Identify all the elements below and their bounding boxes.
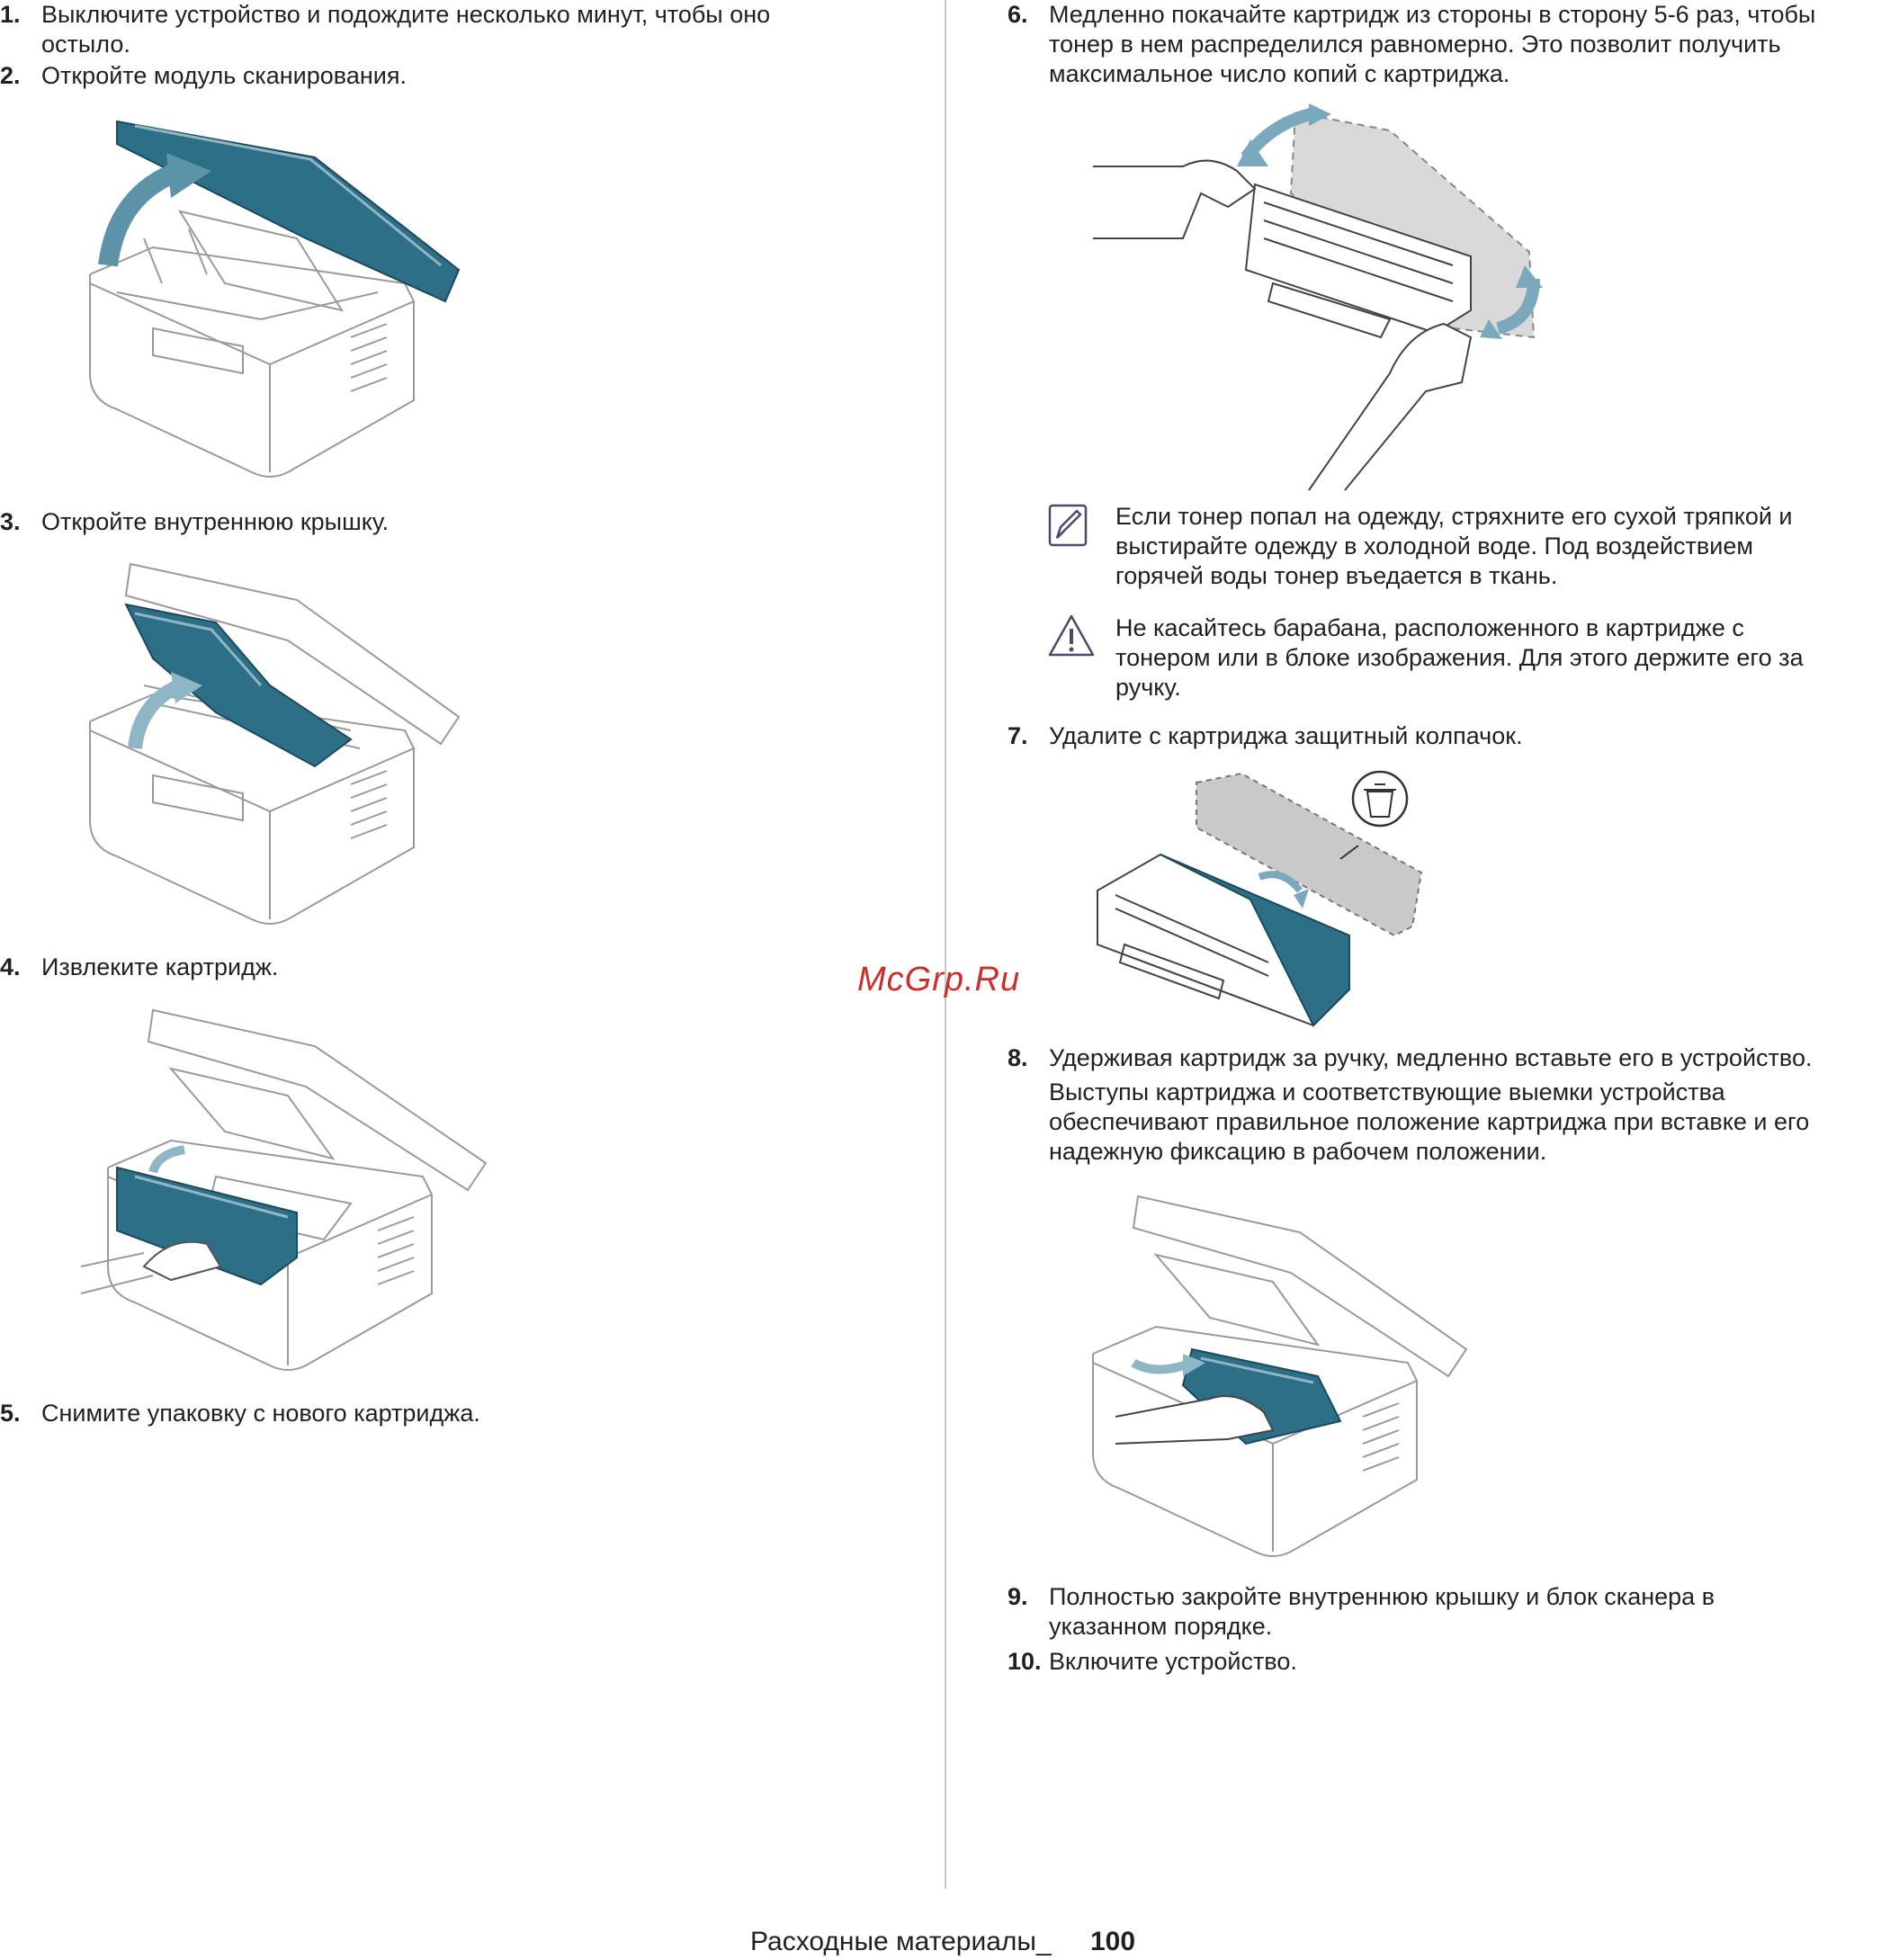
step-3: 3. Откройте внутреннюю крышку. bbox=[0, 507, 900, 537]
caution-text: Не касайтесь барабана, расположенного в … bbox=[1115, 613, 1804, 703]
step-1: 1. Выключите устройство и подождите неск… bbox=[0, 0, 900, 59]
step-text: Откройте внутреннюю крышку. bbox=[41, 508, 390, 535]
note-line: выстирайте одежду в холодной воде. Под в… bbox=[1115, 533, 1753, 559]
caution-line: ручку. bbox=[1115, 674, 1181, 701]
paragraph-line: надежную фиксацию в рабочем положении. bbox=[1049, 1138, 1547, 1165]
step-number: 2. bbox=[0, 62, 21, 89]
step-text: Удерживая картридж за ручку, медленно вс… bbox=[1049, 1044, 1813, 1071]
step-text: Извлеките картридж. bbox=[41, 953, 279, 980]
step-text: Удалите с картриджа защитный колпачок. bbox=[1049, 722, 1523, 749]
note-icon bbox=[1048, 504, 1088, 547]
step-number: 4. bbox=[0, 953, 21, 980]
illustration-open-scanner bbox=[89, 120, 461, 478]
step-number: 9. bbox=[1008, 1583, 1028, 1610]
footer-page-number: 100 bbox=[1090, 1927, 1136, 1956]
note-line: горячей воды тонер въедается в ткань. bbox=[1115, 562, 1558, 589]
column-divider bbox=[945, 0, 946, 1889]
step-4: 4. Извлеките картридж. bbox=[0, 953, 900, 982]
step-number: 3. bbox=[0, 508, 21, 535]
step-2: 2. Откройте модуль сканирования. bbox=[0, 61, 900, 91]
illustration-shake-cartridge bbox=[1093, 103, 1543, 491]
footer-section-title: Расходные материалы_ bbox=[750, 1927, 1052, 1956]
step-number: 10. bbox=[1008, 1648, 1042, 1675]
step-number: 1. bbox=[0, 1, 21, 28]
warning-triangle-icon bbox=[1048, 614, 1095, 657]
step-text-line: указанном порядке. bbox=[1049, 1613, 1273, 1640]
step-text: Откройте модуль сканирования. bbox=[41, 62, 407, 89]
step-text-line: остыло. bbox=[41, 31, 130, 58]
step-number: 6. bbox=[1008, 1, 1028, 28]
step-10: 10. Включите устройство. bbox=[1008, 1647, 1881, 1677]
note-text: Если тонер попал на одежду, стряхните ег… bbox=[1115, 502, 1793, 591]
note-line: Если тонер попал на одежду, стряхните ег… bbox=[1115, 503, 1793, 530]
step-8-paragraph: Выступы картриджа и соответствующие выем… bbox=[1049, 1078, 1809, 1167]
step-text-line: Полностью закройте внутреннюю крышку и б… bbox=[1049, 1583, 1715, 1610]
step-5: 5. Снимите упаковку с нового картриджа. bbox=[0, 1399, 900, 1428]
step-8: 8. Удерживая картридж за ручку, медленно… bbox=[1008, 1043, 1881, 1073]
caution-icon bbox=[1048, 613, 1095, 658]
illustration-open-inner-cover bbox=[89, 562, 461, 925]
step-6: 6. Медленно покачайте картридж из сторон… bbox=[1008, 0, 1881, 89]
paragraph-line: Выступы картриджа и соответствующие выем… bbox=[1049, 1078, 1725, 1105]
step-text-line: максимальное число копий с картриджа. bbox=[1049, 60, 1510, 87]
step-9: 9. Полностью закройте внутреннюю крышку … bbox=[1008, 1582, 1881, 1642]
step-text: Снимите упаковку с нового картриджа. bbox=[41, 1400, 480, 1427]
step-7: 7. Удалите с картриджа защитный колпачок… bbox=[1008, 721, 1881, 751]
caution-line: тонером или в блоке изображения. Для это… bbox=[1115, 644, 1804, 671]
watermark: McGrp.Ru bbox=[857, 961, 1021, 998]
step-text-line: тонер в нем распределился равномерно. Эт… bbox=[1049, 31, 1781, 58]
step-number: 7. bbox=[1008, 722, 1028, 749]
note-pencil-icon bbox=[1048, 504, 1088, 547]
illustration-remove-cartridge bbox=[80, 1008, 488, 1371]
illustration-insert-cartridge bbox=[1092, 1195, 1468, 1557]
step-number: 8. bbox=[1008, 1044, 1028, 1071]
step-text-line: Медленно покачайте картридж из стороны в… bbox=[1049, 1, 1816, 28]
caution-line: Не касайтесь барабана, расположенного в … bbox=[1115, 614, 1744, 641]
step-number: 5. bbox=[0, 1400, 21, 1427]
step-text: Включите устройство. bbox=[1049, 1648, 1297, 1675]
illustration-remove-cap bbox=[1097, 770, 1423, 1027]
paragraph-line: обеспечивают правильное положение картри… bbox=[1049, 1108, 1810, 1135]
dispose-icon bbox=[1351, 770, 1409, 828]
step-text-line: Выключите устройство и подождите несколь… bbox=[41, 1, 771, 28]
